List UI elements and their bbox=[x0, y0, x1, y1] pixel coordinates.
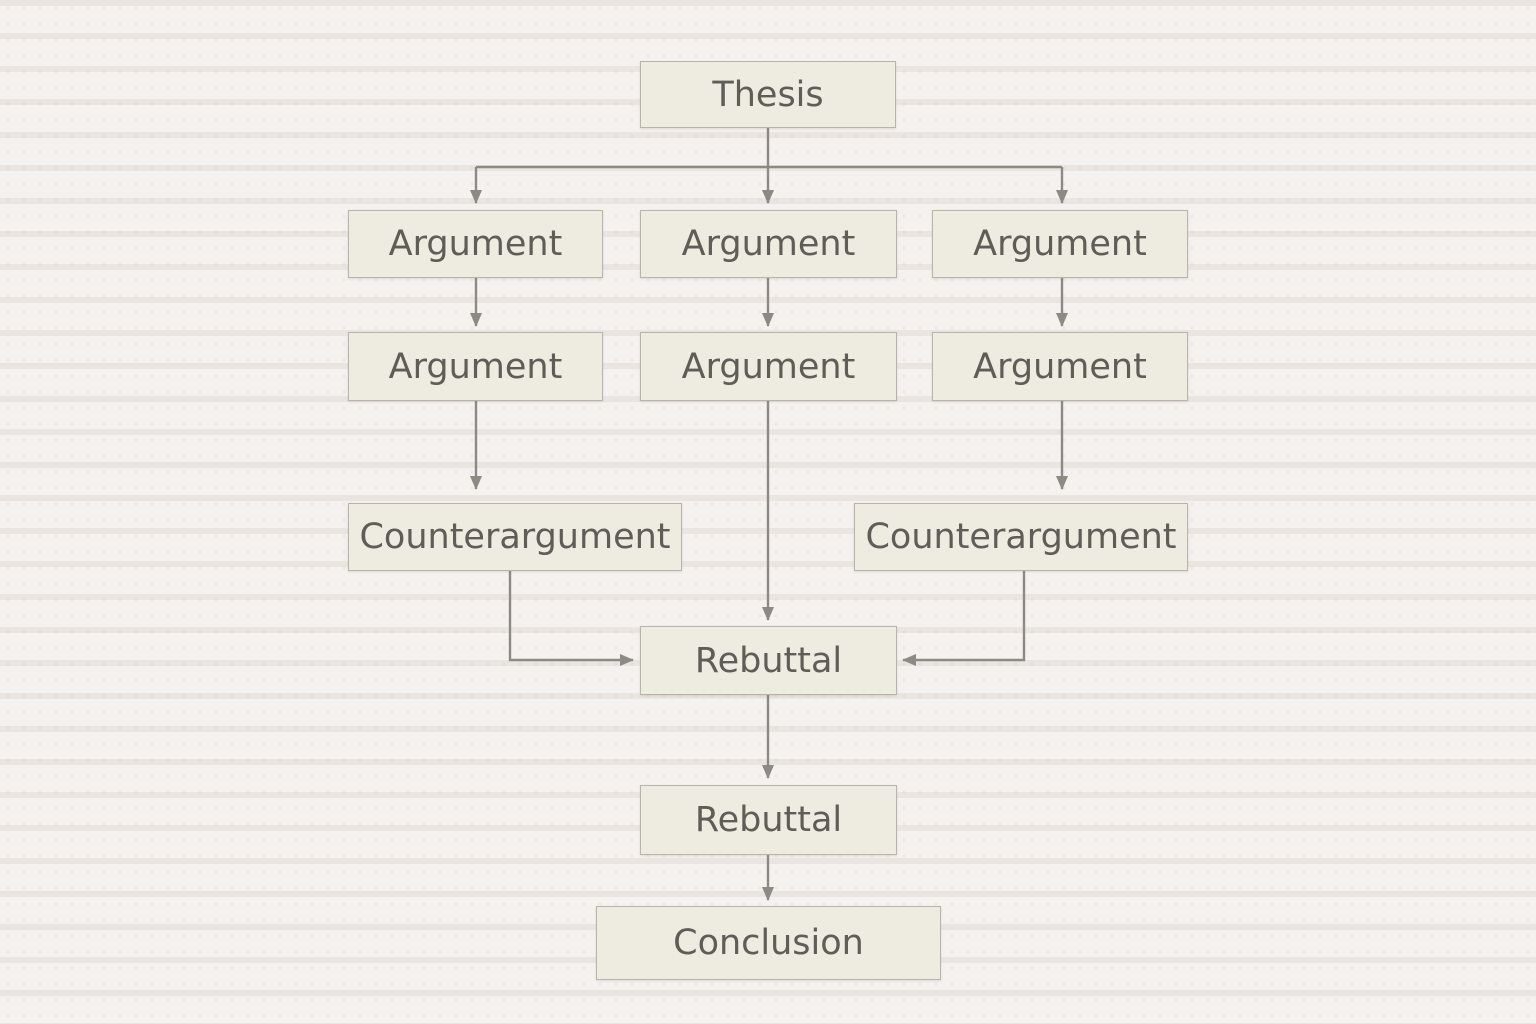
conclusion-node: Conclusion bbox=[596, 906, 941, 980]
argument-node-top-left: Argument bbox=[348, 210, 603, 278]
edge-counterargument-right-to-rebuttal bbox=[902, 571, 1026, 666]
rebuttal-node-first: Rebuttal bbox=[640, 626, 897, 695]
rebuttal-node-second: Rebuttal bbox=[640, 785, 897, 855]
argument-node-top-right: Argument bbox=[932, 210, 1188, 278]
counterargument-node-left: Counterargument bbox=[348, 503, 682, 571]
argument-node-mid-right: Argument bbox=[932, 332, 1188, 401]
counterargument-node-right: Counterargument bbox=[854, 503, 1188, 571]
argument-node-mid-left: Argument bbox=[348, 332, 603, 401]
thesis-node: Thesis bbox=[640, 61, 896, 128]
argument-node-top-center: Argument bbox=[640, 210, 897, 278]
argument-node-mid-center: Argument bbox=[640, 332, 897, 401]
edge-counterargument-left-to-rebuttal bbox=[508, 571, 634, 666]
